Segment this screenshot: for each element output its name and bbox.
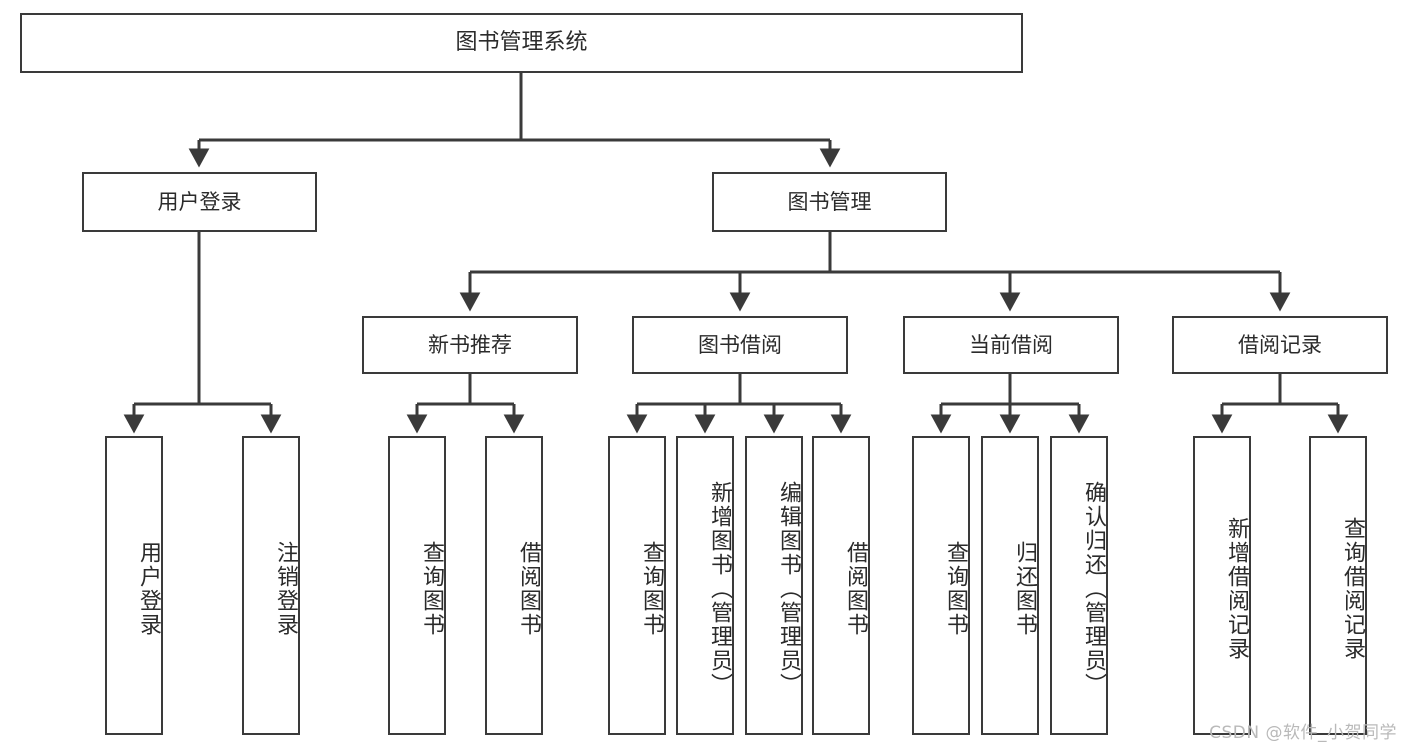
node-label: 当前借阅 xyxy=(969,332,1053,357)
node-leaf-query-record[interactable]: 查询借阅记录 xyxy=(1309,436,1367,735)
node-label: 归还图书 xyxy=(1012,540,1037,637)
node-current-borrow[interactable]: 当前借阅 xyxy=(903,316,1119,374)
node-leaf-logout[interactable]: 注销登录 xyxy=(242,436,300,735)
node-label: 借阅图书 xyxy=(843,540,868,637)
node-book-manage[interactable]: 图书管理 xyxy=(712,172,947,232)
node-leaf-add-record[interactable]: 新增借阅记录 xyxy=(1193,436,1251,735)
node-book-borrow[interactable]: 图书借阅 xyxy=(632,316,848,374)
node-leaf-user-login[interactable]: 用户登录 xyxy=(105,436,163,735)
node-label: 新增图书（管理员） xyxy=(707,480,732,697)
node-leaf-edit-book[interactable]: 编辑图书（管理员） xyxy=(745,436,803,735)
node-label: 用户登录 xyxy=(136,540,161,637)
node-leaf-confirm-return[interactable]: 确认归还（管理员） xyxy=(1050,436,1108,735)
node-label: 图书管理 xyxy=(787,189,872,214)
node-leaf-return-book[interactable]: 归还图书 xyxy=(981,436,1039,735)
node-leaf-borrow-book-2[interactable]: 借阅图书 xyxy=(812,436,870,735)
node-label: 借阅记录 xyxy=(1238,332,1322,357)
node-label: 注销登录 xyxy=(273,540,298,637)
node-label: 查询图书 xyxy=(419,540,444,637)
node-leaf-borrow-book-1[interactable]: 借阅图书 xyxy=(485,436,543,735)
node-user-login[interactable]: 用户登录 xyxy=(82,172,317,232)
node-label: 图书借阅 xyxy=(698,332,782,357)
node-label: 新书推荐 xyxy=(428,332,512,357)
node-label: 查询借阅记录 xyxy=(1340,516,1365,661)
node-label: 确认归还（管理员） xyxy=(1081,480,1106,697)
node-leaf-query-book-2[interactable]: 查询图书 xyxy=(608,436,666,735)
node-label: 查询图书 xyxy=(639,540,664,637)
node-label: 编辑图书（管理员） xyxy=(776,480,801,697)
node-label: 借阅图书 xyxy=(516,540,541,637)
watermark-text: CSDN @软件_小贺同学 xyxy=(1209,723,1397,743)
node-leaf-query-book-1[interactable]: 查询图书 xyxy=(388,436,446,735)
node-label: 查询图书 xyxy=(943,540,968,637)
node-leaf-add-book[interactable]: 新增图书（管理员） xyxy=(676,436,734,735)
node-label: 用户登录 xyxy=(157,189,242,214)
node-label: 新增借阅记录 xyxy=(1224,516,1249,661)
node-root-book-management-system[interactable]: 图书管理系统 xyxy=(20,13,1023,73)
node-borrow-record[interactable]: 借阅记录 xyxy=(1172,316,1388,374)
node-leaf-query-book-3[interactable]: 查询图书 xyxy=(912,436,970,735)
node-label: 图书管理系统 xyxy=(455,30,588,56)
node-new-book-recommend[interactable]: 新书推荐 xyxy=(362,316,578,374)
